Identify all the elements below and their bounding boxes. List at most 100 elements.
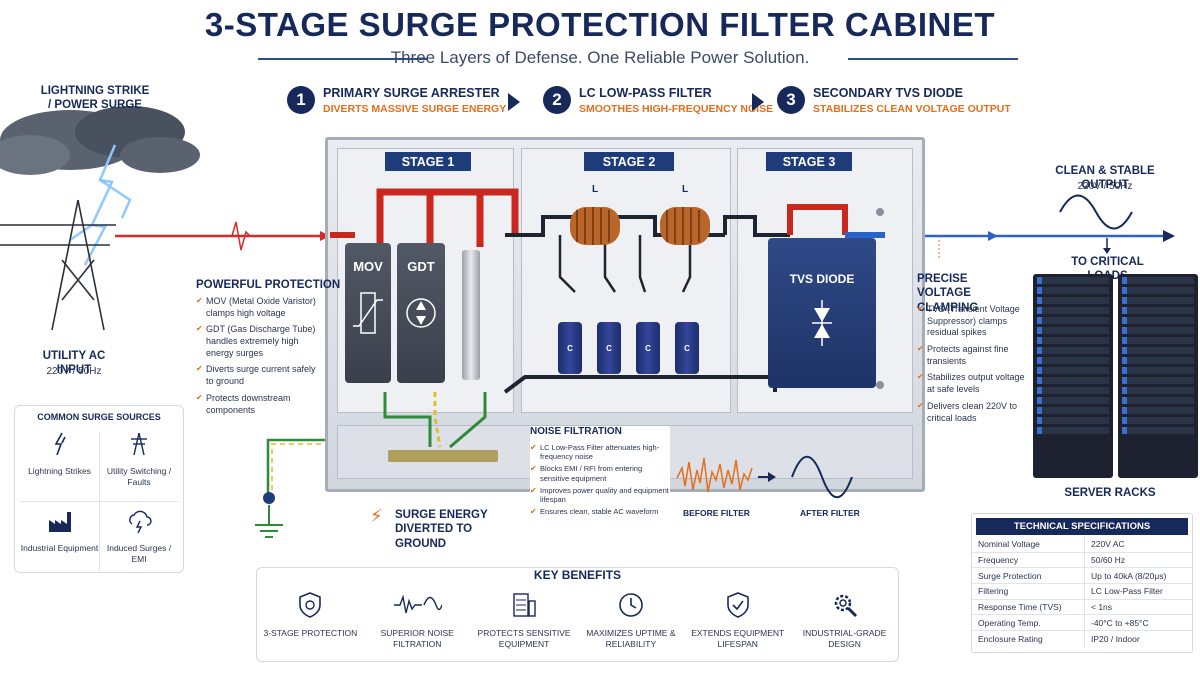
noise-heading: NOISE FILTRATION — [530, 426, 622, 437]
stage-name: PRIMARY SURGE ARRESTER — [323, 86, 500, 100]
clean-sine-wave-icon — [791, 456, 853, 498]
gdt-label: GDT — [407, 259, 435, 274]
spec-value: -40°C to +85°C — [1084, 615, 1192, 631]
inductor-label: L — [682, 184, 689, 195]
stage-description: STABILIZES CLEAN VOLTAGE OUTPUT — [813, 103, 1011, 115]
before-filter-label: BEFORE FILTER — [683, 508, 750, 518]
stage-number-badge: 3 — [777, 86, 805, 114]
list-item: Ensures clean, stable AC waveform — [530, 507, 670, 517]
arrow-right-icon — [1163, 230, 1175, 242]
stage-3-label: STAGE 3 — [766, 152, 852, 171]
page-subtitle: Three Layers of Defense. One Reliable Po… — [390, 48, 810, 67]
benefit-item: 3-STAGE PROTECTION — [258, 591, 363, 649]
server-racks-label: SERVER RACKS — [1064, 487, 1156, 499]
stage-name: SECONDARY TVS DIODE — [813, 86, 964, 100]
key-benefits-card: KEY BENEFITS 3-STAGE PROTECTION SUPERIOR… — [256, 567, 899, 662]
inductor-coil-icon — [660, 207, 710, 245]
benefit-item: INDUSTRIAL-GRADE DESIGN — [792, 591, 897, 649]
specs-heading: TECHNICAL SPECIFICATIONS — [976, 518, 1188, 535]
output-spec: 220V / 50Hz — [1077, 181, 1133, 192]
inductor-label: L — [592, 184, 599, 195]
server-rack — [1033, 274, 1113, 478]
ground-bus-bar — [388, 450, 498, 462]
spec-row: Surge Protection Up to 40kA (8/20μs) — [972, 568, 1192, 585]
cloud-lightning-icon — [129, 511, 152, 534]
list-item: Diverts surge current safely to ground — [196, 364, 316, 387]
gear-wrench-icon — [834, 594, 857, 618]
benefit-item: PROTECTS SENSITIVE EQUIPMENT — [472, 591, 577, 649]
benefit-label: INDUSTRIAL-GRADE DESIGN — [802, 628, 887, 649]
powerful-protection-list: MOV (Metal Oxide Varistor) clamps high v… — [196, 296, 316, 421]
list-item: Improves power quality and equipment lif… — [530, 486, 670, 506]
list-item: Blocks EMI / RFI from entering sensitive… — [530, 464, 670, 484]
tvs-diode-module: TVS DIODE — [768, 238, 876, 388]
clean-sine-wave-icon — [1059, 194, 1133, 230]
list-item: LC Low-Pass Filter attenuates high-frequ… — [530, 443, 670, 463]
arrow-right-icon — [988, 231, 998, 241]
list-item: GDT (Gas Discharge Tube) handles extreme… — [196, 324, 316, 359]
list-item: TVS (Transient Voltage Suppressor) clamp… — [917, 304, 1027, 339]
inductors — [570, 207, 710, 245]
sources-heading: COMMON SURGE SOURCES — [37, 412, 161, 422]
spec-key: Response Time (TVS) — [978, 602, 1062, 613]
benefits-heading: KEY BENEFITS — [533, 568, 622, 582]
benefit-label: 3-STAGE PROTECTION — [263, 628, 358, 638]
utility-input-label: UTILITY AC INPUT — [42, 350, 106, 377]
source-label: Induced Surges / EMI — [106, 543, 172, 564]
server-icon — [513, 593, 536, 617]
spec-value: Up to 40kA (8/20μs) — [1084, 568, 1192, 584]
output-heading: CLEAN & STABLE OUTPUT — [1055, 165, 1155, 192]
source-label: Industrial Equipment — [20, 543, 99, 554]
ground-diversion-text: SURGE ENERGY DIVERTED TO GROUND — [395, 509, 488, 550]
capacitor: C — [675, 322, 699, 374]
list-item: Protects against fine transients — [917, 344, 1027, 367]
source-item: Industrial Equipment — [20, 501, 99, 571]
arrow-down-icon — [1103, 248, 1111, 254]
clamping-list: TVS (Transient Voltage Suppressor) clamp… — [917, 304, 1027, 429]
page-title: 3-STAGE SURGE PROTECTION FILTER CABINET — [204, 6, 996, 43]
storm-cloud-icon — [0, 106, 200, 175]
stage-number-badge: 1 — [287, 86, 315, 114]
gas-tube-icon — [406, 298, 436, 328]
benefit-label: EXTENDS EQUIPMENT LIFESPAN — [691, 628, 785, 649]
gdt-module: GDT — [397, 243, 445, 383]
benefit-label: PROTECTS SENSITIVE EQUIPMENT — [477, 628, 571, 649]
benefit-item: EXTENDS EQUIPMENT LIFESPAN — [685, 591, 790, 649]
arrow-right-icon — [768, 472, 776, 482]
spec-value: IP20 / Indoor — [1084, 631, 1192, 647]
mov-label: MOV — [353, 259, 383, 274]
subtitle-rule-right — [848, 58, 1018, 60]
factory-icon — [48, 512, 71, 533]
subtitle-rule-left — [258, 58, 428, 60]
server-rack — [1118, 274, 1198, 478]
filter-waveforms — [676, 456, 853, 498]
noise-filtration-card: NOISE FILTRATION LC Low-Pass Filter atte… — [530, 426, 670, 531]
utility-input-spec: 220V / 50Hz — [46, 366, 102, 377]
storm-illustration — [0, 106, 200, 331]
source-label: Utility Switching / Faults — [106, 466, 172, 487]
spec-key: Enclosure Rating — [978, 633, 1043, 644]
spec-row: Response Time (TVS)< 1ns — [972, 599, 1192, 616]
after-filter-label: AFTER FILTER — [800, 508, 860, 518]
list-item: MOV (Metal Oxide Varistor) clamps high v… — [196, 296, 316, 319]
power-tower-icon — [131, 433, 147, 456]
source-label: Lightning Strikes — [28, 466, 91, 477]
stage-header-1: 1 PRIMARY SURGE ARRESTER DIVERTS MASSIVE… — [287, 86, 506, 115]
ground-wire — [266, 438, 330, 495]
lightning-icon — [54, 432, 66, 456]
powerful-protection-heading: POWERFUL PROTECTION — [196, 279, 341, 291]
varistor-icon — [353, 292, 383, 334]
benefit-label: SUPERIOR NOISE FILTRATION — [380, 628, 454, 649]
spec-value: 50/60 Hz — [1084, 552, 1192, 568]
benefit-item: MAXIMIZES UPTIME & RELIABILITY — [578, 591, 683, 649]
spec-key: Surge Protection — [978, 570, 1042, 581]
surge-sources-card: COMMON SURGE SOURCES Lightning Strikes U… — [14, 405, 184, 573]
tvs-diode-icon — [812, 300, 832, 346]
chevron-right-icon — [752, 93, 764, 111]
shield-check-icon — [726, 592, 749, 618]
stage-number-badge: 2 — [543, 86, 571, 114]
list-item: Protects downstream components — [196, 393, 316, 416]
